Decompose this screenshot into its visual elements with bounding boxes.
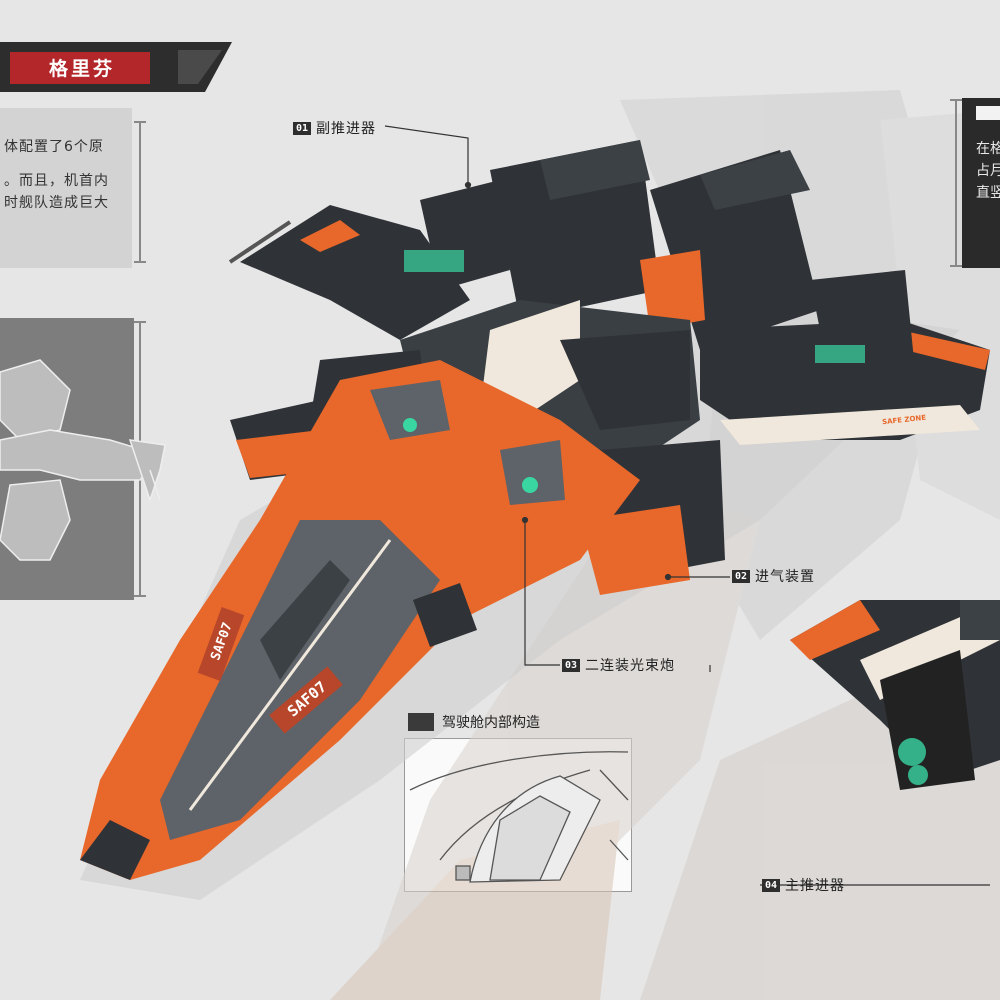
spaceship-illustration: [80, 140, 990, 900]
description-line: 体配置了6个原: [4, 139, 104, 155]
callout-04: 04 主推进器: [762, 875, 845, 895]
description-box-right: 在格 占月 直竖: [962, 98, 1000, 268]
description-header-bar: [976, 106, 1000, 120]
page-title: 格里芬: [48, 58, 115, 80]
callout-number: 01: [293, 121, 312, 135]
description-box-left: 体配置了6个原 。而且，机首内 时舰队造成巨大: [0, 108, 132, 268]
engine-closeup: [790, 600, 1000, 790]
cockpit-section-label: 驾驶舱内部构造: [442, 715, 540, 731]
cockpit-label-swatch: [408, 713, 434, 731]
spaceship-sketch: [0, 359, 166, 561]
callout-01: 01 副推进器: [293, 118, 376, 138]
description-line: 。而且，机首内: [4, 173, 109, 189]
description-line: 在格: [976, 141, 1000, 157]
callout-label: 进气装置: [755, 569, 816, 585]
callout-number: 02: [732, 569, 751, 583]
cockpit-sketch: [409, 751, 629, 883]
callout-number: 03: [562, 658, 581, 672]
description-line: 直竖: [976, 185, 1000, 201]
title-banner: [0, 42, 232, 92]
callout-03: 03 二连装光束炮: [562, 655, 675, 675]
callout-number: 04: [762, 878, 781, 892]
description-line: 占月: [976, 163, 1000, 179]
callout-label: 主推进器: [785, 878, 846, 894]
callout-label: 二连装光束炮: [585, 658, 676, 674]
description-line: 时舰队造成巨大: [4, 195, 109, 211]
callout-02: 02 进气装置: [732, 566, 815, 586]
callout-leaders: [384, 125, 990, 886]
callout-label: 副推进器: [316, 121, 377, 137]
